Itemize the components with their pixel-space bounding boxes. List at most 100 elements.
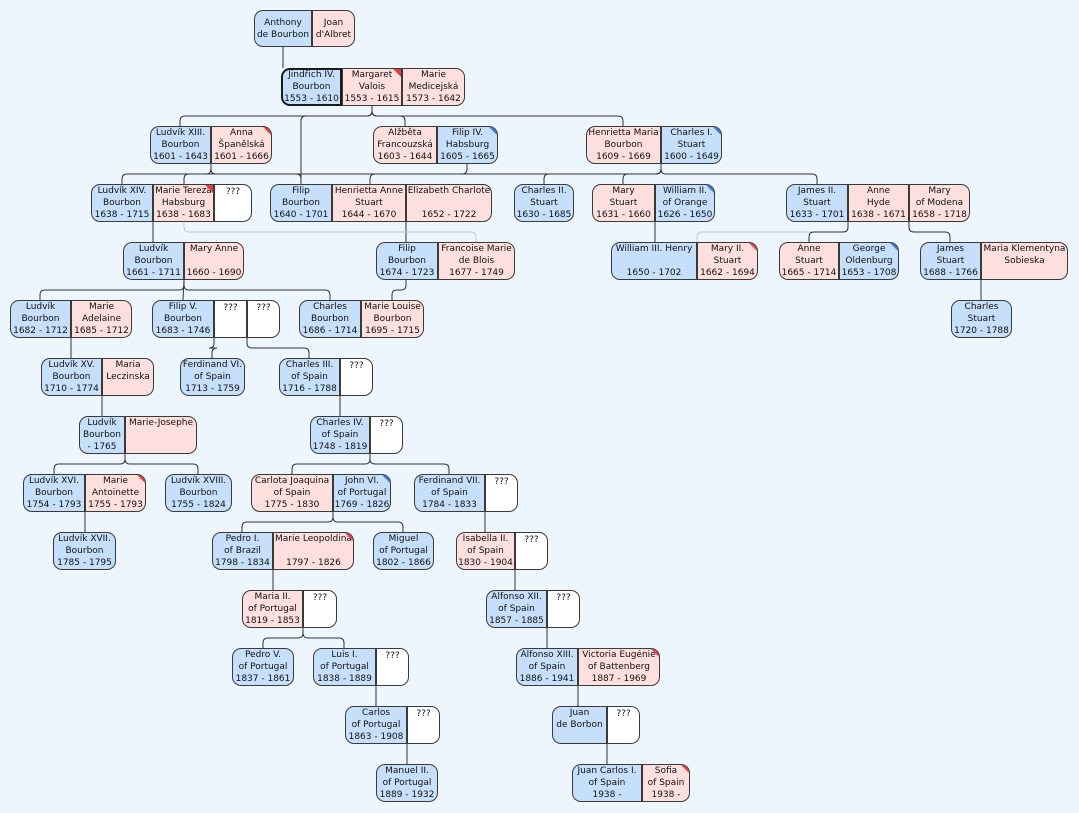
person-card-line: James [936, 244, 965, 254]
person-card[interactable]: Elizabeth Charlote 1652 - 1722 [406, 184, 492, 222]
person-card[interactable]: ??? [214, 300, 247, 338]
person-card-line: 1838 - 1889 [317, 674, 372, 684]
person-card-line: 1644 - 1670 [341, 210, 397, 220]
person-card-line [407, 197, 491, 209]
note-flag-icon [205, 185, 213, 193]
connector-line [391, 280, 407, 300]
person-card-line: 1650 - 1702 [626, 268, 682, 278]
person-card[interactable]: Marie-Josephe [125, 416, 197, 454]
person-card[interactable]: ??? [376, 648, 409, 686]
person-card-line: 1661 - 1711 [126, 268, 181, 278]
person-card[interactable]: ??? [340, 358, 373, 396]
person-card-line: 1601 - 1666 [214, 152, 269, 162]
person-card-line: Bourbon [163, 314, 202, 324]
person-card[interactable]: ??? [407, 706, 440, 744]
note-flag-icon [681, 765, 689, 773]
person-card[interactable]: ??? [247, 300, 280, 338]
person-card[interactable]: Marie Leopoldina 1797 - 1826 [273, 532, 354, 570]
person-card[interactable]: ??? [485, 474, 518, 512]
person-card[interactable]: ??? [303, 590, 337, 628]
person-card[interactable]: ??? [547, 590, 580, 628]
person-card[interactable]: ??? [370, 416, 403, 454]
person-card-line: Ludvík [25, 302, 56, 312]
person-card-line: 1784 - 1833 [422, 500, 477, 510]
note-flag-icon [489, 127, 497, 135]
person-card-line: Stuart [936, 256, 965, 266]
person-card[interactable]: William III. Henry 1650 - 1702 [611, 242, 697, 280]
person-card-line: George [852, 244, 886, 254]
person-card[interactable]: ??? [214, 184, 252, 222]
connector-line [121, 164, 212, 184]
person-card-line: Valois [358, 82, 386, 92]
person-card-line: 1633 - 1701 [789, 210, 845, 220]
person-card[interactable]: ??? [607, 706, 640, 744]
person-card-line [103, 383, 153, 395]
person-card[interactable]: ??? [515, 532, 548, 570]
person-card-line: ??? [385, 651, 400, 661]
person-card[interactable]: Mary Anne 1660 - 1690 [184, 242, 244, 280]
